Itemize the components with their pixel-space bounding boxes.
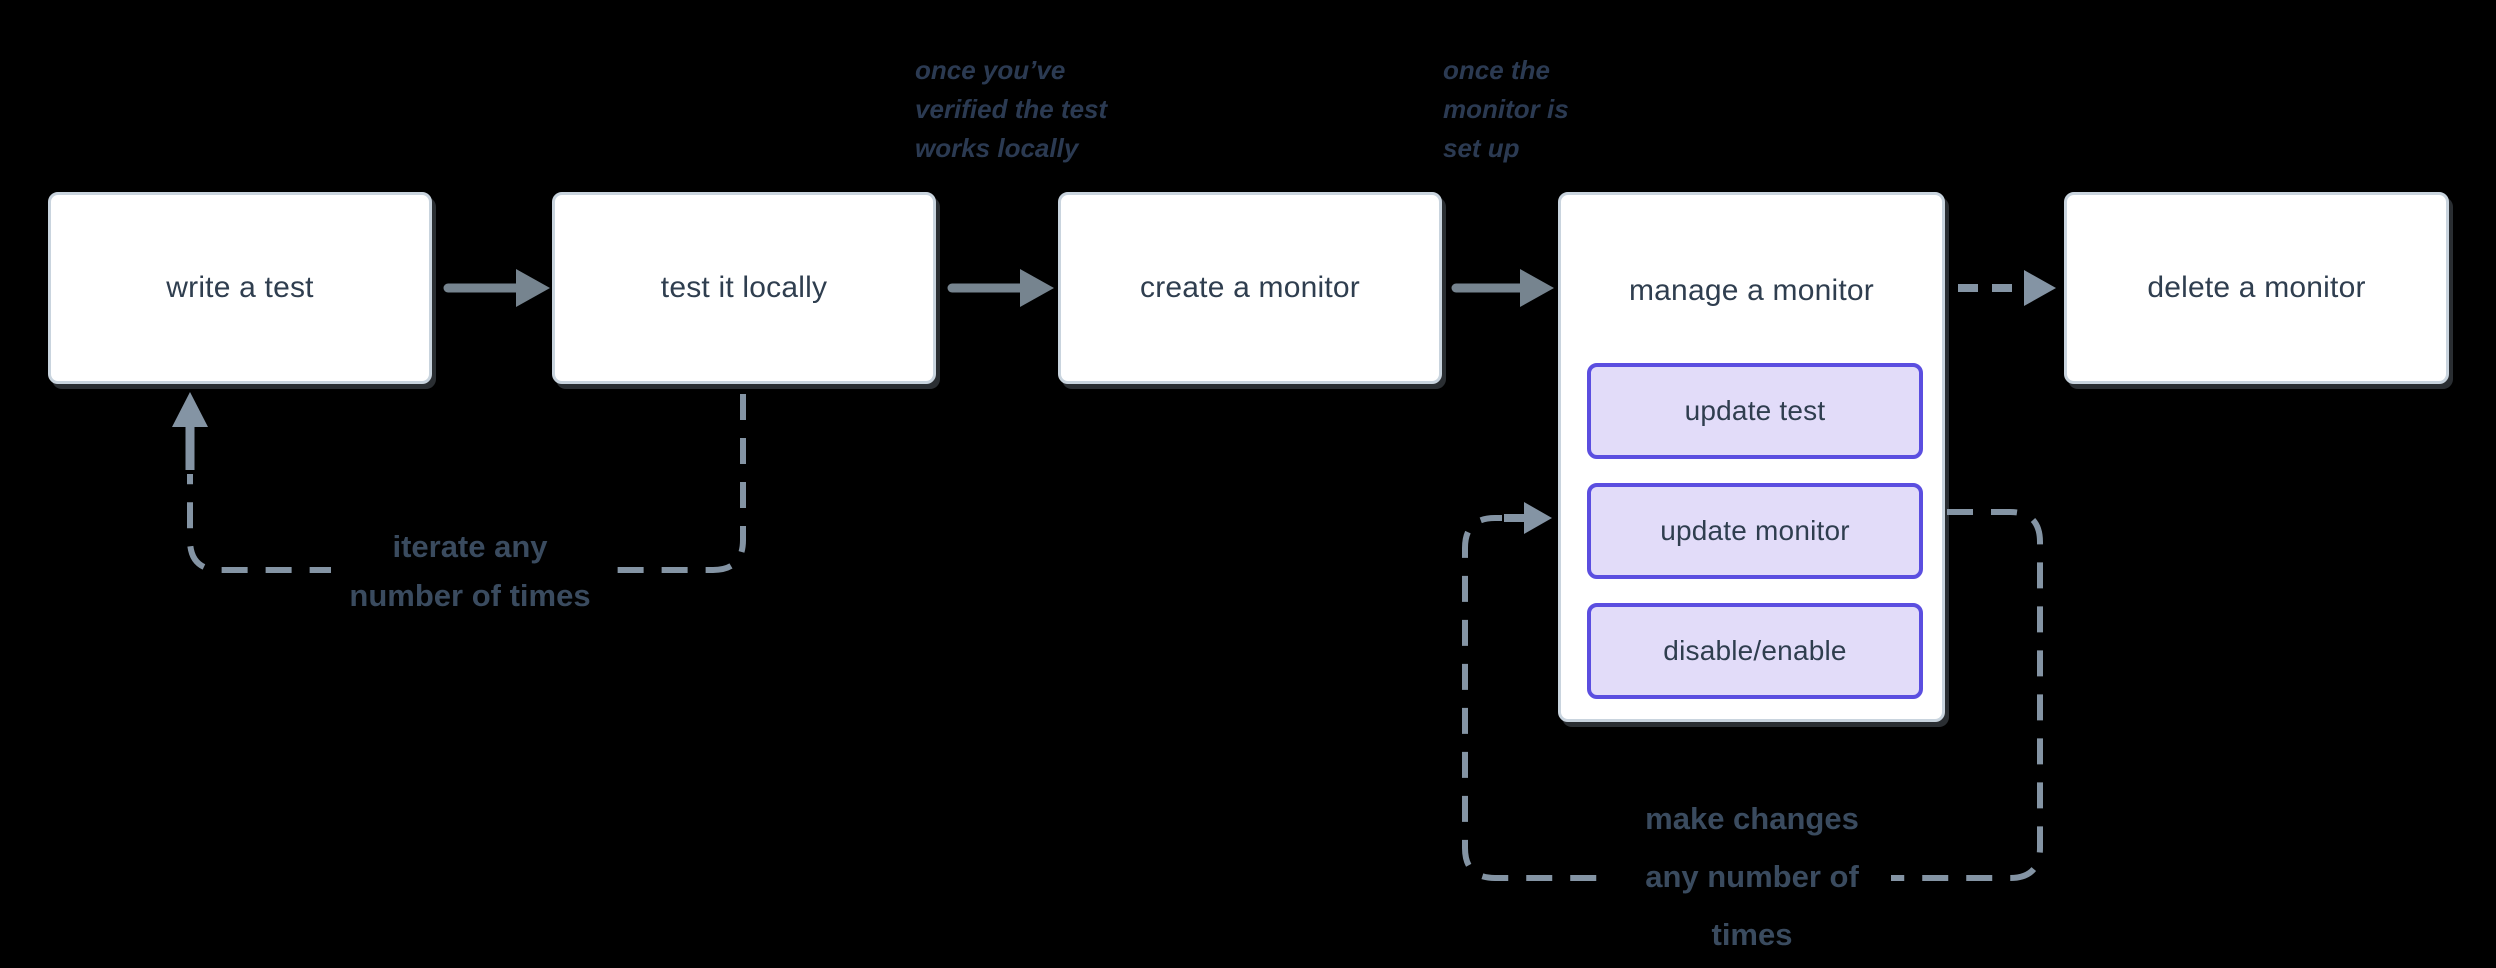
node-create-a-monitor: create a monitor: [1058, 192, 1442, 384]
subnode-label: update monitor: [1660, 515, 1850, 546]
arrow-test-to-create-head: [1020, 269, 1054, 307]
loop-iterate-arrowhead: [172, 392, 208, 427]
subnode-update-test: update test: [1587, 363, 1923, 459]
annotation-once-verified: once you’ve verified the test works loca…: [915, 51, 1107, 168]
node-label: write a test: [166, 271, 314, 304]
node-label: delete a monitor: [2147, 271, 2366, 304]
loop-label-iterate: iterate any number of times: [331, 522, 609, 620]
loop-label-line: iterate any: [392, 529, 548, 564]
subnode-label: update test: [1684, 395, 1826, 426]
loop-make-changes-arrowhead: [1524, 502, 1552, 534]
node-manage-a-monitor: manage a monitor update test update moni…: [1558, 192, 1945, 722]
annotation-line: verified the test: [915, 94, 1108, 124]
annotation-once-set-up: once the monitor is set up: [1443, 51, 1569, 168]
node-delete-a-monitor: delete a monitor: [2064, 192, 2449, 384]
annotation-line: monitor is: [1443, 94, 1569, 124]
arrow-create-to-manage-head: [1520, 269, 1554, 307]
node-label: test it locally: [660, 271, 828, 304]
loop-label-line: number of times: [349, 578, 591, 613]
node-test-it-locally: test it locally: [552, 192, 936, 384]
node-label: create a monitor: [1140, 271, 1360, 304]
subnode-label: disable/enable: [1663, 635, 1847, 666]
loop-label-line: any number of: [1645, 859, 1859, 894]
annotation-line: once the: [1443, 55, 1550, 85]
arrow-write-to-test-head: [516, 269, 550, 307]
subnode-disable-enable: disable/enable: [1587, 603, 1923, 699]
loop-label-line: make changes: [1645, 801, 1859, 836]
annotation-line: works locally: [915, 133, 1079, 163]
node-label: manage a monitor: [1628, 274, 1874, 307]
loop-label-line: times: [1711, 917, 1793, 952]
loop-label-make-changes: make changes any number of times: [1613, 790, 1891, 964]
node-write-a-test: write a test: [48, 192, 432, 384]
arrow-manage-to-delete-head: [2024, 270, 2056, 306]
subnode-update-monitor: update monitor: [1587, 483, 1923, 579]
annotation-line: set up: [1443, 133, 1520, 163]
annotation-line: once you’ve: [915, 55, 1066, 85]
